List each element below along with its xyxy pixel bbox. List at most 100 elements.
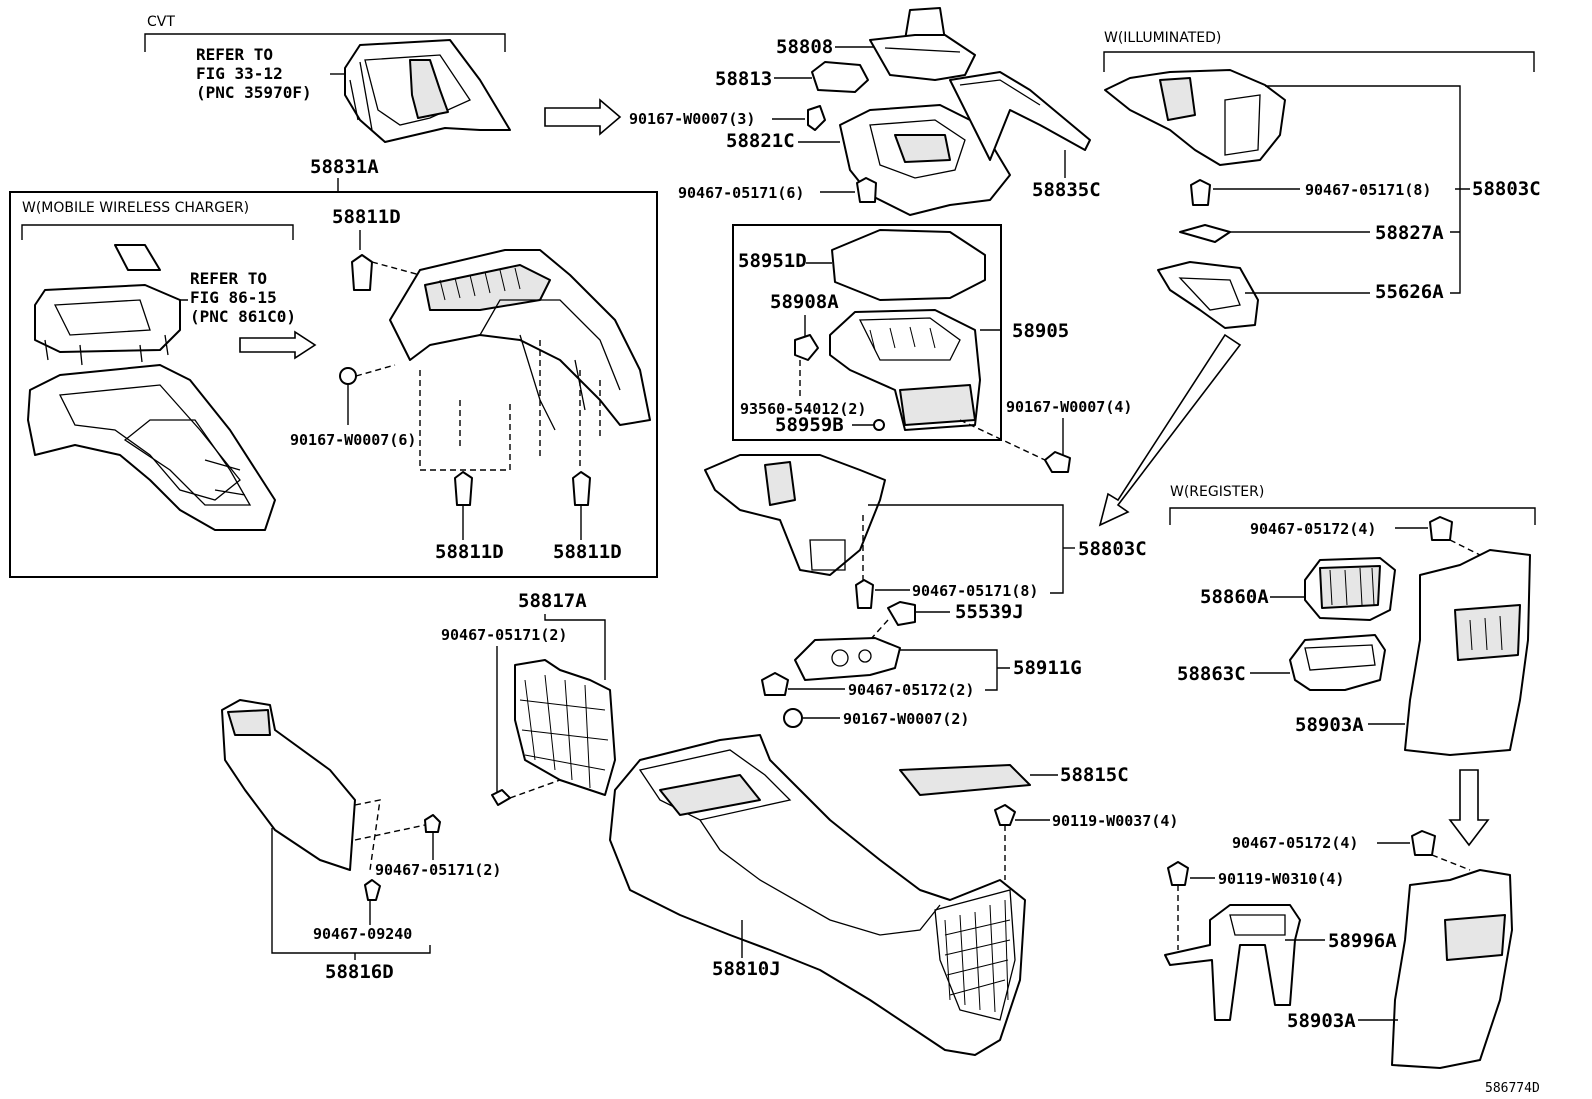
part-90467-05171-8-top: 90467-05171(8) xyxy=(1305,181,1431,199)
mat-58815c xyxy=(899,764,1031,796)
part-58996a: 58996A xyxy=(1328,930,1397,952)
cvt-section: CVT REFER TO FIG 33-12 (PNC 35970F) xyxy=(144,14,511,143)
part-90119-w0037-4: 90119-W0037(4) xyxy=(1052,812,1178,830)
armrest-base-58905 xyxy=(829,309,981,431)
register-condition-label: W(REGISTER) xyxy=(1170,484,1264,500)
clip-90467-05171-8-top xyxy=(1190,179,1211,206)
part-55626a: 55626A xyxy=(1375,281,1444,303)
console-body-58810j xyxy=(609,734,1026,1056)
plate-58827a xyxy=(1179,224,1231,243)
part-55539j: 55539J xyxy=(955,601,1024,623)
diagram-id: 586774D xyxy=(1485,1081,1540,1096)
clip-90467-09240 xyxy=(364,879,381,901)
part-58831a: 58831A xyxy=(310,156,379,178)
part-90467-05171-6: 90467-05171(6) xyxy=(678,184,804,202)
shift-boot-58808 xyxy=(869,7,976,81)
shift-bezel-58821c xyxy=(839,104,1011,216)
part-93560-54012-2: 93560-54012(2) xyxy=(740,400,866,418)
part-58813: 58813 xyxy=(715,68,772,90)
part-58860a: 58860A xyxy=(1200,586,1269,608)
part-58951d: 58951D xyxy=(738,250,807,272)
bracket-58996a xyxy=(1164,904,1301,1021)
bolt-90119-w0037-4 xyxy=(994,804,1016,826)
part-58908a: 58908A xyxy=(770,291,839,313)
part-90467-05171-2-bot: 90467-05171(2) xyxy=(375,861,501,879)
part-58835c: 58835C xyxy=(1032,179,1101,201)
charger-upper-panel xyxy=(27,364,276,531)
part-58815c: 58815C xyxy=(1060,764,1129,786)
screw-90167-w0007-2 xyxy=(783,708,803,728)
wireless-charger-tray xyxy=(34,284,181,366)
part-58959b: 58959B xyxy=(775,414,844,436)
part-58803c-top: 58803C xyxy=(1472,178,1541,200)
charger-condition-label: W(MOBILE WIRELESS CHARGER) xyxy=(22,200,249,216)
clip-90467-05172-4-bot xyxy=(1411,830,1436,856)
part-90167-w0007-6: 90167-W0007(6) xyxy=(290,431,416,449)
part-90119-w0310-4: 90119-W0310(4) xyxy=(1218,870,1344,888)
switch-panel-58911g xyxy=(794,637,901,681)
clip-58811d-right xyxy=(572,471,591,506)
trim-58835c xyxy=(949,71,1091,161)
charger-arrow xyxy=(239,330,317,360)
cvt-ref-line1: REFER TO xyxy=(196,45,273,64)
bolt-90119-w0310-4 xyxy=(1167,861,1189,886)
armrest-lid-58951d xyxy=(831,229,986,301)
cvt-ref-line2: FIG 33-12 xyxy=(196,64,283,83)
part-58811d-top: 58811D xyxy=(332,206,401,228)
clip-90467-05171-8-mid xyxy=(855,579,874,609)
part-90467-05171-8-mid: 90467-05171(8) xyxy=(912,582,1038,600)
part-90467-05172-4-bot: 90467-05172(4) xyxy=(1232,834,1358,852)
part-90467-09240: 90467-09240 xyxy=(313,925,412,943)
part-58803c-mid: 58803C xyxy=(1078,538,1147,560)
rear-panel-58903a-top xyxy=(1404,549,1531,756)
part-58811d-left: 58811D xyxy=(435,541,504,563)
cup-holder-58803c-illuminated xyxy=(1104,69,1286,166)
part-58821c: 58821C xyxy=(726,130,795,152)
hinge-58908a xyxy=(794,334,819,361)
charger-ref-line2: FIG 86-15 xyxy=(190,288,277,307)
cvt-ref-line3: (PNC 35970F) xyxy=(196,83,312,102)
charger-mat xyxy=(114,244,161,271)
part-58808: 58808 xyxy=(776,36,833,58)
screw-90167-w0007-6 xyxy=(339,367,357,385)
tray-58863c xyxy=(1289,634,1386,691)
rear-panel-58903a-bot xyxy=(1391,869,1513,1069)
cup-holder-58803c xyxy=(704,454,886,576)
part-90167-w0007-2: 90167-W0007(2) xyxy=(843,710,969,728)
part-58903a-bot: 58903A xyxy=(1287,1010,1356,1032)
cvt-arrow xyxy=(544,98,622,136)
connector-55539j xyxy=(887,601,916,626)
cvt-condition-label: CVT xyxy=(147,14,175,30)
part-90467-05172-4-top: 90467-05172(4) xyxy=(1250,520,1376,538)
part-58863c: 58863C xyxy=(1177,663,1246,685)
part-58911g: 58911G xyxy=(1013,657,1082,679)
illuminated-arrow xyxy=(1098,333,1242,527)
screw-90167-w0007-3 xyxy=(807,105,826,131)
cvt-shift-bezel xyxy=(344,39,511,143)
cvt-bracket xyxy=(144,33,506,52)
clip-58811d-left xyxy=(454,471,473,506)
illuminated-condition-label: W(ILLUMINATED) xyxy=(1104,30,1221,46)
part-58816d: 58816D xyxy=(325,961,394,983)
side-panel-58816d xyxy=(221,699,356,871)
part-90167-w0007-4: 90167-W0007(4) xyxy=(1006,398,1132,416)
charger-ref-line3: (PNC 861C0) xyxy=(190,307,296,326)
part-90167-w0007-3: 90167-W0007(3) xyxy=(629,110,755,128)
switch-58813 xyxy=(811,61,869,93)
part-90467-05171-2-top: 90467-05171(2) xyxy=(441,626,567,644)
side-panel-58817a xyxy=(514,659,616,796)
charger-ref-line1: REFER TO xyxy=(190,269,267,288)
clip-58811d-top xyxy=(351,254,373,291)
register-vent-58860a xyxy=(1304,557,1396,621)
clip-90467-05171-6 xyxy=(856,177,877,203)
armrest-group-box xyxy=(732,224,1002,441)
wireless-charger-box xyxy=(9,191,658,578)
cup-holder-light-55626a xyxy=(1157,261,1259,329)
clip-90467-05172-2 xyxy=(761,672,789,696)
part-58905: 58905 xyxy=(1012,320,1069,342)
part-58817a: 58817A xyxy=(518,590,587,612)
register-arrow xyxy=(1448,769,1490,847)
part-58811d-right: 58811D xyxy=(553,541,622,563)
part-90467-05172-2: 90467-05172(2) xyxy=(848,681,974,699)
